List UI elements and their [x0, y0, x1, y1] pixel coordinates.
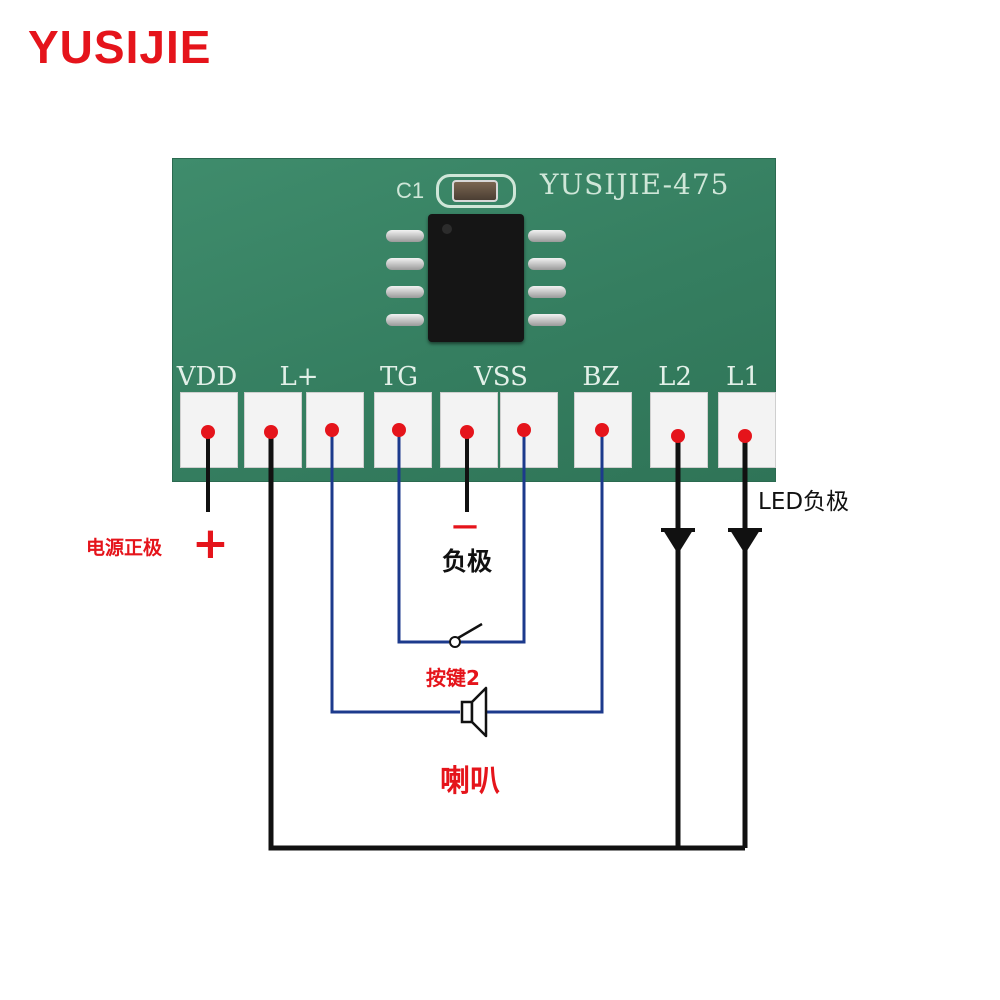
speaker-label: 喇叭: [440, 764, 500, 799]
wire-button: [397, 432, 449, 644]
contact-dot: [671, 429, 685, 443]
chip-lead: [386, 230, 424, 242]
led-negative-label: LED负极: [758, 489, 850, 515]
chip-lead: [386, 286, 424, 298]
pin-label-l2: L2: [658, 362, 692, 392]
diode-icon: [661, 528, 695, 554]
wire-speaker: [330, 432, 460, 714]
chip-lead: [528, 314, 566, 326]
negative-label: 负极: [442, 547, 493, 576]
wire-speaker: [487, 432, 604, 714]
pin-label-bz: BZ: [582, 362, 620, 392]
chip-lead: [528, 286, 566, 298]
plus-sign: +: [192, 518, 229, 569]
contact-dot: [201, 425, 215, 439]
pin-label-l1: L1: [726, 362, 760, 392]
pin-label-vdd: VDD: [176, 362, 238, 392]
pin-label-vss: VSS: [474, 362, 528, 392]
ic-chip: [428, 214, 524, 342]
pin-label-tg: TG: [379, 362, 419, 392]
minus-sign: —: [452, 511, 478, 541]
brand-logo: YUSIJIE: [28, 21, 212, 73]
button-label: 按键2: [426, 666, 480, 690]
board-model-label: YUSIJIE-475: [540, 168, 730, 201]
capacitor-label: C1: [396, 178, 425, 203]
contact-dot: [738, 429, 752, 443]
chip-lead: [528, 230, 566, 242]
capacitor-icon: [452, 180, 498, 202]
switch-icon: [449, 622, 483, 648]
contact-dot: [325, 423, 339, 437]
power-positive-label: 电源正极: [86, 537, 163, 559]
contact-dot: [517, 423, 531, 437]
wire-l-plus: [268, 432, 745, 851]
chip-lead: [386, 258, 424, 270]
wire-button: [461, 432, 526, 644]
contact-dot: [264, 425, 278, 439]
contact-dot: [595, 423, 609, 437]
capacitor-outline: [436, 174, 516, 208]
contact-dot: [392, 423, 406, 437]
diode-icon: [728, 528, 762, 554]
pin-label-lplus: L+: [279, 362, 319, 392]
chip-lead: [528, 258, 566, 270]
chip-pin1-dot: [442, 224, 452, 234]
speaker-icon: [460, 686, 488, 738]
chip-lead: [386, 314, 424, 326]
contact-dot: [460, 425, 474, 439]
